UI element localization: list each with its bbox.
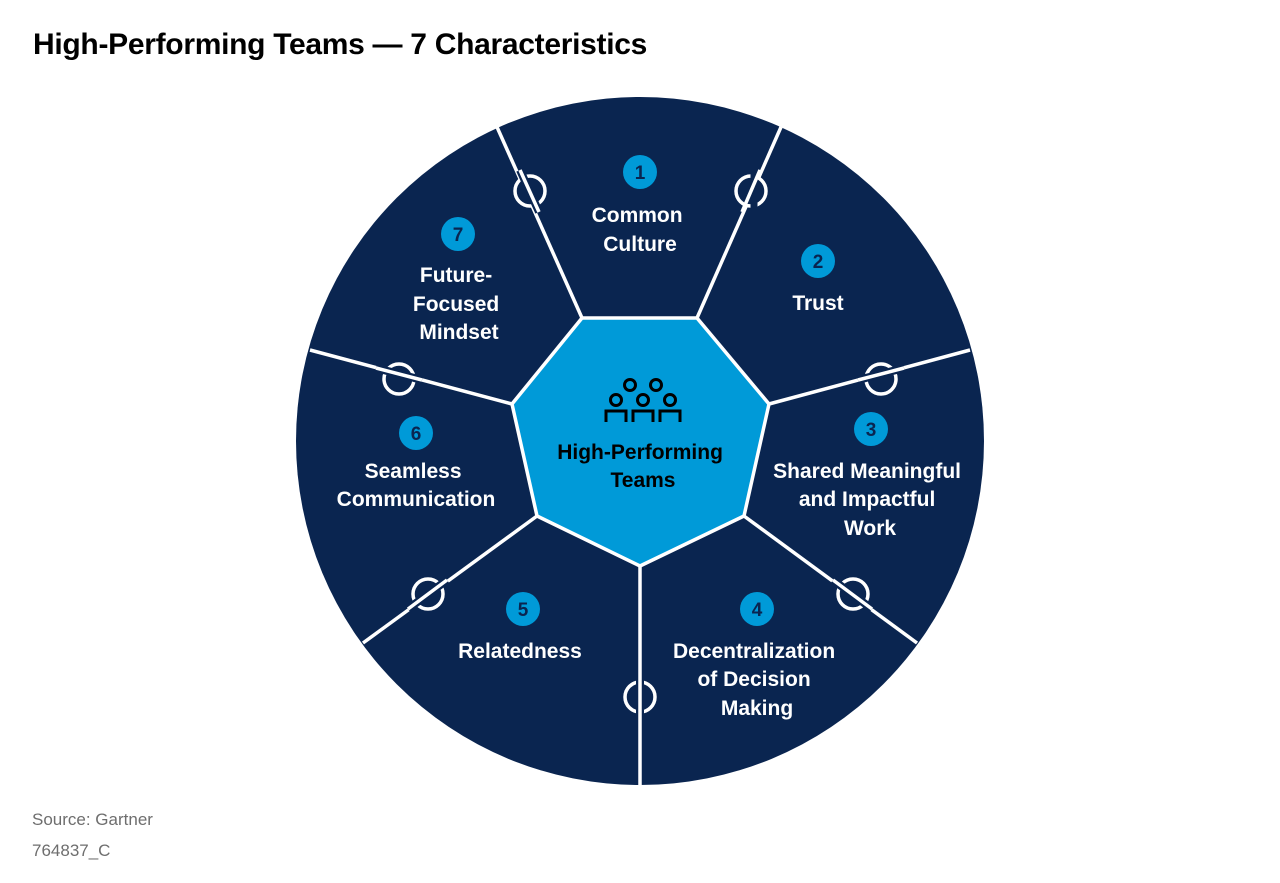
number-badge-6 xyxy=(399,416,433,450)
center-heptagon xyxy=(510,316,771,568)
number-5: 5 xyxy=(518,600,529,621)
number-2: 2 xyxy=(813,252,824,273)
segment-1-common-culture: 1 Common Culture xyxy=(592,155,689,256)
source-note: Source: Gartner xyxy=(32,810,153,829)
segment-5-label: Relatedness xyxy=(458,640,582,663)
number-4: 4 xyxy=(752,600,763,621)
number-badge-1 xyxy=(623,155,657,189)
segment-6-communication: 6 Seamless Communication xyxy=(337,416,496,511)
segment-1-label: Common Culture xyxy=(592,204,689,256)
segment-7-label: Future- Focused Mindset xyxy=(413,264,505,344)
number-badge-2 xyxy=(801,244,835,278)
segment-2-label: Trust xyxy=(792,292,843,315)
number-badge-5 xyxy=(506,592,540,626)
segment-4-decentralization: 4 Decentralization of Decision Making xyxy=(673,592,841,720)
figure-code: 764837_C xyxy=(32,841,111,860)
number-1: 1 xyxy=(635,163,646,184)
number-badge-7 xyxy=(441,217,475,251)
puzzle-tab-5 xyxy=(405,576,450,613)
center-label: High-Performing Teams xyxy=(557,441,729,492)
segment-3-label: Shared Meaningful and Impactful Work xyxy=(773,460,967,540)
puzzle-tabs xyxy=(374,165,906,720)
number-6: 6 xyxy=(411,424,422,445)
segment-4-label: Decentralization of Decision Making xyxy=(673,640,841,720)
team-people-icon xyxy=(604,378,682,422)
number-badge-3 xyxy=(854,412,888,446)
segment-7-future-mindset: 7 Future- Focused Mindset xyxy=(413,217,505,344)
number-badge-4 xyxy=(740,592,774,626)
puzzle-tab-7 xyxy=(513,168,547,214)
number-3: 3 xyxy=(866,420,877,441)
segment-6-label: Seamless Communication xyxy=(337,460,496,511)
number-7: 7 xyxy=(453,225,464,246)
divider-1-2 xyxy=(695,126,783,319)
center-label-line-1: High-Performing xyxy=(557,441,723,464)
page-title: High-Performing Teams — 7 Characteristic… xyxy=(33,28,647,61)
segment-2-trust: 2 Trust xyxy=(792,244,844,315)
puzzle-tab-1 xyxy=(734,165,768,217)
puzzle-tab-3 xyxy=(830,576,875,613)
segment-5-relatedness: 5 Relatedness xyxy=(458,592,582,663)
center-label-line-2: Teams xyxy=(611,469,676,492)
divider-5-6 xyxy=(361,514,539,645)
puzzle-tab-4 xyxy=(623,673,657,720)
divider-7-1 xyxy=(495,126,584,319)
segment-3-shared-work: 3 Shared Meaningful and Impactful Work xyxy=(773,412,967,540)
puzzle-tab-6 xyxy=(374,362,424,396)
divider-3-4 xyxy=(742,514,919,645)
puzzle-tab-2 xyxy=(856,362,906,396)
